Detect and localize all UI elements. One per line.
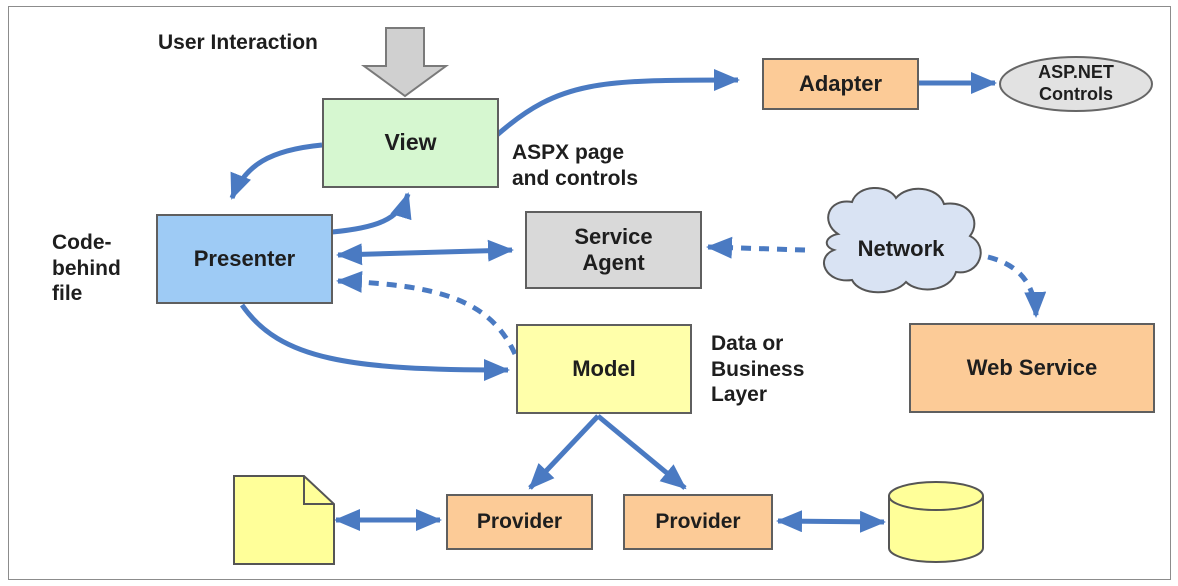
model-node: Model	[516, 324, 692, 414]
database-top	[888, 481, 984, 511]
arrow-network-to-service-agent	[706, 236, 806, 259]
user-interaction-label: User Interaction	[158, 31, 318, 54]
provider-right-node: Provider	[623, 494, 773, 550]
aspx-page-label: ASPX page and controls	[512, 141, 639, 190]
provider-left-node: Provider	[446, 494, 593, 550]
arrow-presenter-service-agent	[336, 239, 514, 266]
service-agent-node: Service Agent	[525, 211, 702, 289]
cloud-icon	[823, 186, 982, 294]
code-behind-label: Code- behind file	[52, 231, 121, 306]
aspnet-controls-shape	[999, 56, 1153, 112]
view-node: View	[322, 98, 499, 188]
arrow-presenter-to-view	[331, 192, 412, 235]
arrow-provider-database	[776, 510, 886, 533]
web-service-node: Web Service	[909, 323, 1155, 413]
arrow-model-to-provider-left	[528, 414, 600, 490]
arrow-network-to-webservice	[987, 254, 1047, 318]
user-interaction-arrow	[360, 27, 450, 98]
database-icon	[888, 496, 984, 563]
presenter-node: Presenter	[156, 214, 333, 304]
document-fold	[303, 476, 334, 505]
adapter-node: Adapter	[762, 58, 919, 110]
arrow-view-to-presenter	[229, 142, 323, 200]
document-icon	[233, 475, 335, 565]
data-layer-label: Data or Business Layer	[711, 332, 805, 407]
arrow-presenter-to-model	[239, 303, 510, 381]
network-label: Network	[857, 236, 945, 261]
arrow-view-to-adapter	[495, 69, 740, 137]
aspnet-controls-label: ASP.NET Controls	[1038, 62, 1114, 104]
arrow-model-to-provider-right	[596, 414, 687, 490]
arrow-model-to-presenter	[336, 270, 518, 356]
